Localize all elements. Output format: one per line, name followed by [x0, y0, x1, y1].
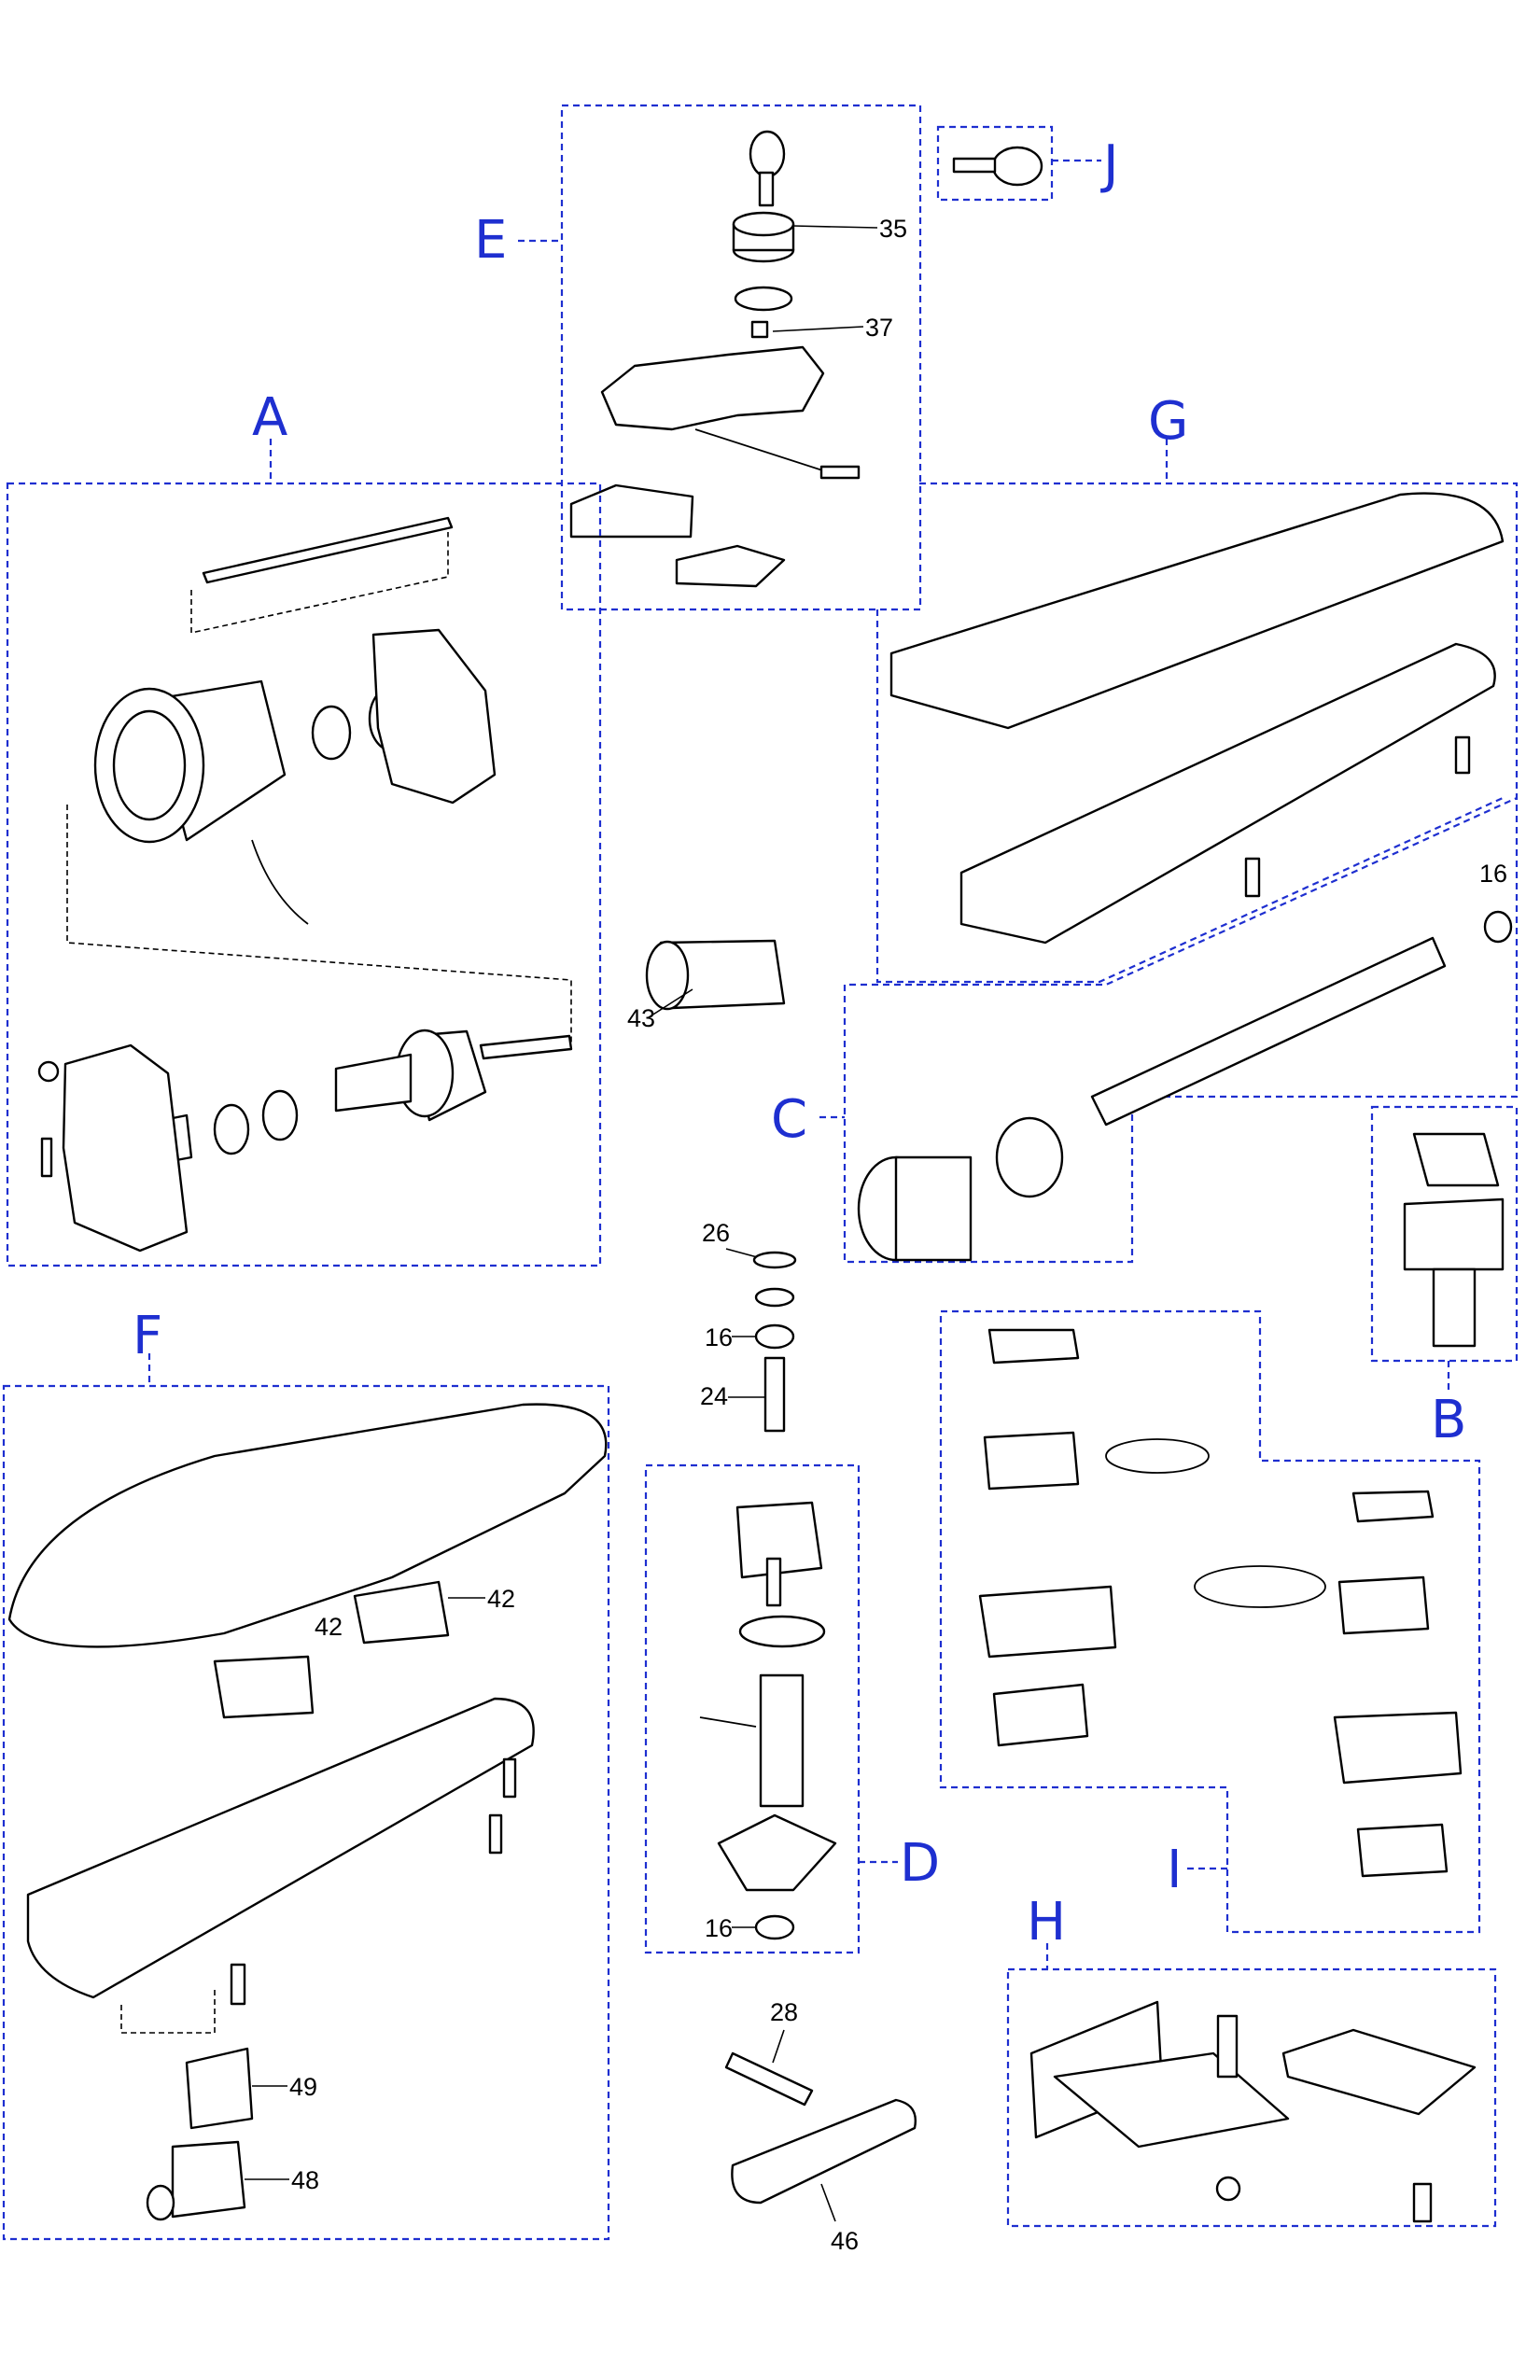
group-h: H: [1006, 1892, 1497, 2228]
part-number-28: 28: [770, 1998, 798, 2026]
lever-cover-part: [569, 483, 694, 539]
group-f: F 42 42 49 48: [2, 1306, 610, 2241]
group-g-border: [843, 482, 1519, 1264]
part-number-48: 48: [291, 2166, 319, 2194]
group-i-border: [939, 1309, 1481, 1934]
group-e-label: E: [474, 210, 507, 271]
group-d: D 16: [644, 1463, 940, 1954]
group-c-label: C: [771, 1089, 807, 1150]
motor-end-cap-part: [371, 628, 497, 805]
plug-connector-part: [171, 2140, 246, 2219]
group-c: C 16: [771, 860, 1513, 1262]
magnet-pad-part: [1351, 1490, 1435, 1523]
drive-gear-part: [857, 1155, 973, 1262]
group-b-label: B: [1431, 1390, 1466, 1450]
pin-part: [724, 2051, 814, 2107]
group-g-label: G: [1148, 391, 1188, 452]
bushing-part: [754, 1323, 795, 1350]
tie-rod-part: [202, 516, 454, 584]
base-cover-part: [7, 1403, 608, 1648]
spring-clip-part: [353, 1580, 450, 1645]
part-number-16-d: 16: [705, 1914, 733, 1942]
spring-part: [765, 1557, 782, 1607]
bushing-part: [1483, 910, 1513, 944]
switch-housing-part: [978, 1585, 1117, 1659]
group-h-border: [1006, 1967, 1497, 2228]
group-d-border: [644, 1463, 861, 1954]
ring-part: [738, 1615, 826, 1648]
o-ring-part: [752, 1251, 797, 1269]
shaft-pin-part: [763, 1356, 786, 1433]
part-number-42-a: 42: [487, 1585, 515, 1613]
release-lever-part: [600, 345, 825, 431]
switch-housing-part: [1337, 1575, 1430, 1635]
motor-rotor-part: [334, 1029, 573, 1122]
drive-shaft-part: [759, 1673, 805, 1808]
bushing-part: [1412, 1132, 1500, 1187]
part-number-46: 46: [831, 2227, 859, 2255]
bracket-eye-part: [1403, 1197, 1505, 1271]
group-f-label: F: [133, 1306, 162, 1366]
worm-screw-part: [1090, 936, 1447, 1127]
connector-base-part: [185, 2047, 254, 2130]
group-j: J: [936, 125, 1119, 202]
housing-cover-part: [889, 492, 1505, 730]
switch-clamp-part: [1356, 1823, 1449, 1878]
capacitor-part: 43: [627, 939, 786, 1032]
part-number-24: 24: [700, 1382, 728, 1410]
washer-part: [754, 1287, 795, 1308]
part-number-37: 37: [865, 314, 893, 342]
base-housing-part: [26, 1697, 535, 1999]
rear-cap-part: [62, 1043, 189, 1253]
pin-assembly: 26 16 24: [700, 1219, 797, 1433]
group-a-border: [6, 482, 602, 1267]
nut-part: [1215, 2176, 1241, 2202]
part-number-49: 49: [289, 2073, 317, 2101]
release-arm-part: [731, 2098, 917, 2205]
release-arm-assembly: 28 46: [724, 1998, 917, 2255]
group-e-border: [560, 104, 922, 611]
group-e: E 35 37: [474, 104, 922, 611]
bushing-part: [754, 1914, 795, 1940]
group-a-label: A: [252, 387, 287, 448]
housing-tray-part: [959, 642, 1496, 945]
spring-clip-part: [213, 1655, 315, 1719]
group-a: A: [6, 387, 602, 1267]
bearing-part: [311, 705, 352, 761]
switch-housing-part: [983, 1431, 1080, 1491]
group-b: B: [1370, 1105, 1519, 1450]
part-number-35: 35: [879, 215, 907, 243]
part-number-26: 26: [702, 1219, 730, 1247]
part-number-16-c: 16: [1479, 860, 1507, 888]
part-number-43: 43: [627, 1004, 655, 1032]
spare-key-part: [952, 146, 1043, 187]
bolt-part: [1216, 2014, 1239, 2079]
switch-clamp-part: [992, 1683, 1089, 1747]
bearing-part: [995, 1116, 1064, 1198]
bearing-part: [261, 1089, 299, 1141]
gate-bracket-part: [1281, 2028, 1477, 2116]
group-f-border: [2, 1384, 610, 2241]
pinion-gear-part: [735, 1501, 823, 1579]
switch-housing-part: [1333, 1711, 1463, 1785]
key-part: [749, 130, 786, 207]
group-g: G: [843, 391, 1519, 1264]
magnet-pad-part: [987, 1328, 1080, 1365]
motor-stator-part: [93, 679, 309, 925]
part-number-16-a: 16: [705, 1323, 733, 1351]
part-number-42-b: 42: [315, 1613, 343, 1641]
group-b-border: [1370, 1105, 1519, 1363]
group-i-label: I: [1167, 1840, 1183, 1900]
group-j-border: [936, 125, 1054, 202]
lock-plate-part: [675, 544, 786, 588]
group-i: I: [939, 1309, 1481, 1934]
group-h-label: H: [1027, 1892, 1066, 1953]
bevel-gear-part: [717, 1813, 837, 1892]
bolt-part: [1412, 2182, 1433, 2223]
group-d-label: D: [900, 1833, 940, 1894]
group-j-label: J: [1100, 134, 1119, 195]
bearing-part: [213, 1103, 250, 1155]
lock-cylinder-part: [732, 211, 795, 339]
